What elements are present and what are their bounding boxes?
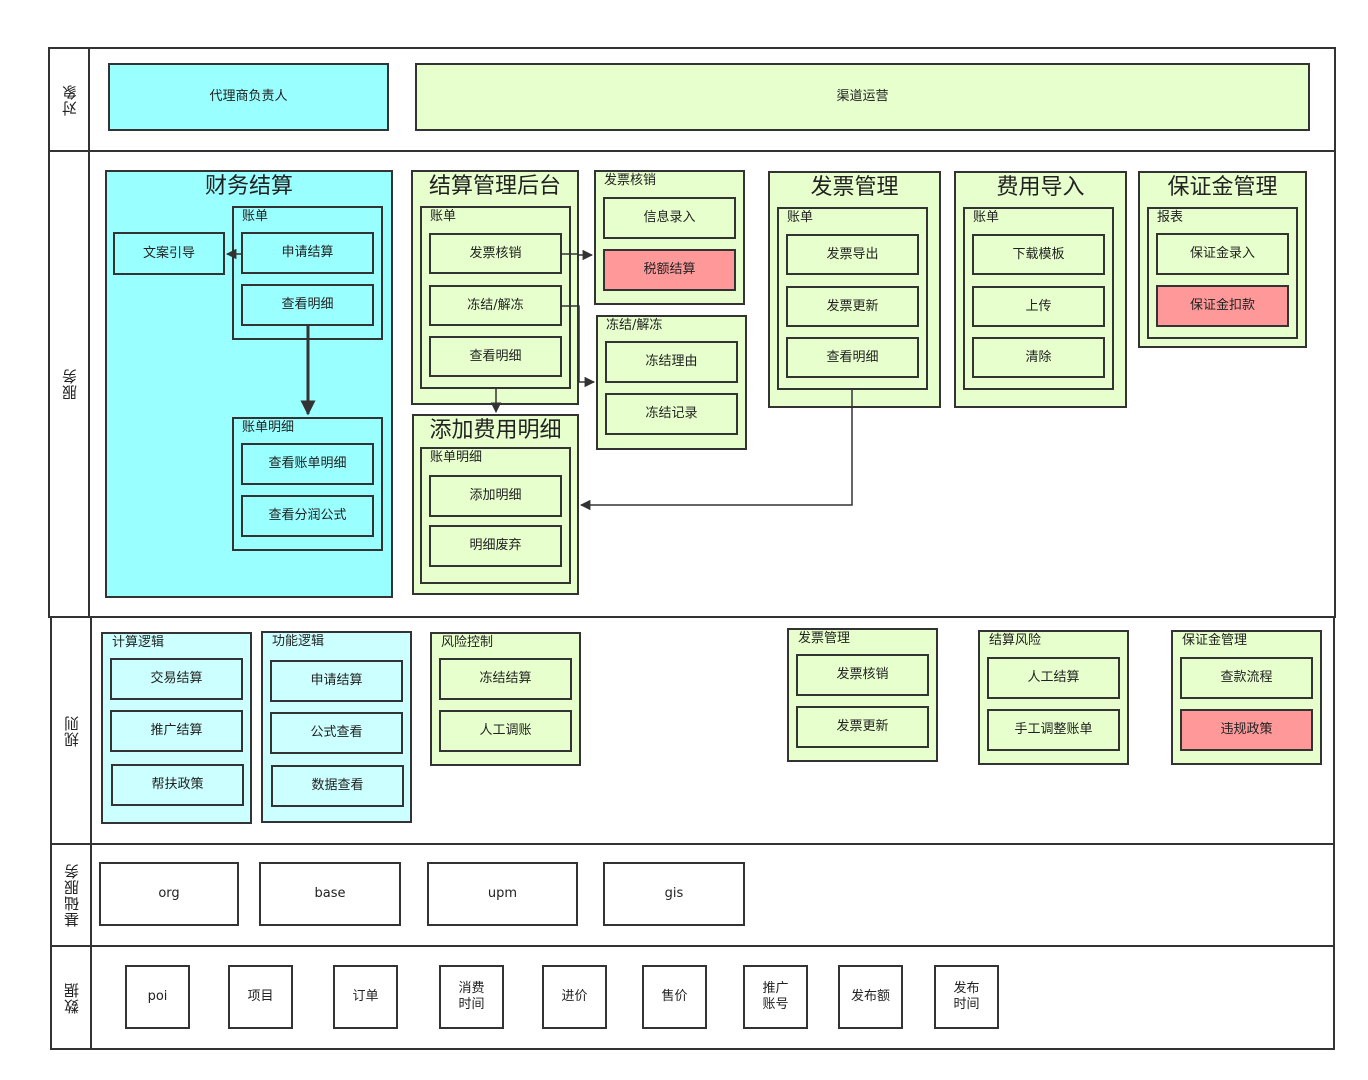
fee-import-bill-label: 账单 bbox=[973, 210, 1000, 225]
rules-func-item: 公式查看 bbox=[270, 712, 403, 754]
freeze-record-node: 冻结记录 bbox=[605, 393, 738, 435]
rules-settle-risk-item: 人工结算 bbox=[987, 657, 1120, 699]
view-bill-detail-node: 查看账单明细 bbox=[241, 443, 374, 485]
freeze-node: 冻结/解冻 bbox=[429, 285, 562, 326]
apply-settlement-node: 申请结算 bbox=[241, 232, 374, 274]
base-service-org: org bbox=[99, 862, 239, 926]
view-formula-node: 查看分润公式 bbox=[241, 495, 374, 537]
lane-service-label: 服务 bbox=[48, 150, 90, 618]
info-entry-node: 信息录入 bbox=[603, 197, 736, 239]
freeze-reason-node: 冻结理由 bbox=[605, 341, 738, 383]
data-item: poi bbox=[125, 965, 190, 1029]
add-fee-group-label: 账单明细 bbox=[430, 450, 483, 465]
data-item: 推广 账号 bbox=[743, 965, 808, 1029]
rules-deposit-label: 保证金管理 bbox=[1182, 633, 1248, 648]
rules-settle-risk-label: 结算风险 bbox=[989, 633, 1042, 648]
freeze-panel-label: 冻结/解冻 bbox=[606, 318, 663, 333]
settle-backend-bill-label: 账单 bbox=[430, 209, 457, 224]
rules-invoice-item: 发票更新 bbox=[796, 706, 929, 748]
lane-base-label: 基础服务 bbox=[50, 843, 92, 947]
rules-calc-item: 推广结算 bbox=[110, 710, 243, 752]
rules-calc-item: 帮扶政策 bbox=[111, 764, 244, 806]
download-template-node: 下载模板 bbox=[972, 234, 1105, 275]
deposit-entry-node: 保证金录入 bbox=[1156, 233, 1289, 275]
data-item: 发布额 bbox=[838, 965, 903, 1029]
rules-func-item: 数据查看 bbox=[271, 765, 404, 807]
base-service-gis: gis bbox=[603, 862, 745, 926]
add-fee-title: 添加费用明细 bbox=[429, 418, 562, 443]
base-service-base: base bbox=[259, 862, 401, 926]
object-agent: 代理商负责人 bbox=[108, 63, 389, 131]
data-item: 项目 bbox=[228, 965, 293, 1029]
finance-title: 财务结算 bbox=[204, 174, 293, 199]
lane-rules-label: 规则 bbox=[50, 616, 92, 845]
data-item: 进价 bbox=[542, 965, 607, 1029]
invoice-verify-panel-label: 发票核销 bbox=[604, 173, 657, 188]
rules-settle-risk-item: 手工调整账单 bbox=[987, 709, 1120, 751]
rules-risk-item: 人工调账 bbox=[439, 710, 572, 752]
rules-func-item: 申请结算 bbox=[270, 660, 403, 702]
data-item: 发布 时间 bbox=[934, 965, 999, 1029]
fee-import-title: 费用导入 bbox=[996, 175, 1085, 200]
tax-settle-node: 税额结算 bbox=[603, 249, 736, 291]
data-item: 售价 bbox=[642, 965, 707, 1029]
rules-invoice-item: 发票核销 bbox=[796, 654, 929, 696]
clear-node: 清除 bbox=[972, 337, 1105, 378]
invoice-update-node: 发票更新 bbox=[786, 286, 919, 327]
finance-bill-detail-label: 账单明细 bbox=[242, 420, 295, 435]
rules-deposit-item: 查款流程 bbox=[1180, 657, 1313, 699]
rules-deposit-item: 违规政策 bbox=[1180, 709, 1313, 751]
base-service-upm: upm bbox=[427, 862, 578, 926]
upload-node: 上传 bbox=[972, 286, 1105, 327]
rules-calc-item: 交易结算 bbox=[110, 658, 243, 700]
rules-risk-label: 风险控制 bbox=[441, 635, 494, 650]
data-item: 消费 时间 bbox=[439, 965, 504, 1029]
object-channel: 渠道运营 bbox=[415, 63, 1310, 131]
add-detail-node: 添加明细 bbox=[429, 475, 562, 517]
deposit-report-label: 报表 bbox=[1157, 210, 1184, 225]
rules-risk-item: 冻结结算 bbox=[439, 658, 572, 700]
invoice-view-detail-node: 查看明细 bbox=[786, 337, 919, 378]
invoice-mgmt-bill-label: 账单 bbox=[787, 210, 814, 225]
data-item: 订单 bbox=[333, 965, 398, 1029]
discard-detail-node: 明细废弃 bbox=[429, 525, 562, 567]
rules-invoice-label: 发票管理 bbox=[798, 631, 851, 646]
rules-func-label: 功能逻辑 bbox=[272, 634, 325, 649]
view-detail-node: 查看明细 bbox=[241, 284, 374, 326]
rules-calc-label: 计算逻辑 bbox=[112, 635, 165, 650]
invoice-mgmt-title: 发票管理 bbox=[810, 175, 899, 200]
invoice-export-node: 发票导出 bbox=[786, 234, 919, 275]
invoice-verify-node: 发票核销 bbox=[429, 233, 562, 274]
copy-guide-node: 文案引导 bbox=[113, 232, 225, 275]
lane-object-label: 对象 bbox=[48, 47, 90, 152]
settle-view-detail-node: 查看明细 bbox=[429, 336, 562, 377]
deposit-deduct-node: 保证金扣款 bbox=[1156, 285, 1289, 327]
finance-bill-label: 账单 bbox=[242, 209, 269, 224]
settle-backend-title: 结算管理后台 bbox=[428, 174, 561, 199]
lane-data-label: 数据 bbox=[50, 945, 92, 1050]
deposit-title: 保证金管理 bbox=[1167, 175, 1278, 200]
